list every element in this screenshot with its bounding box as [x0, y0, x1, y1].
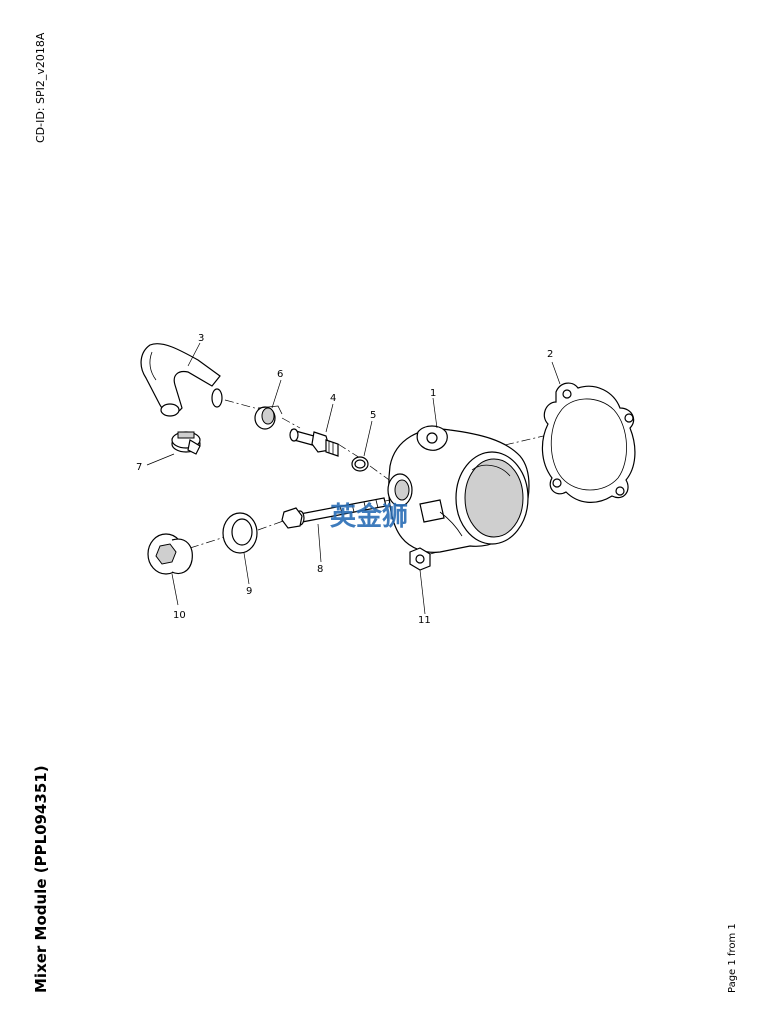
callout-3: 3 — [198, 333, 204, 344]
callout-9: 9 — [246, 586, 252, 597]
part-1-mixer-housing — [387, 425, 530, 553]
watermark-text: 英金狮 — [330, 501, 408, 532]
callout-7: 7 — [136, 462, 142, 473]
part-8-bolt — [281, 497, 387, 529]
part-9-washer — [222, 512, 258, 554]
callout-4: 4 — [330, 393, 336, 404]
part-11-nut — [409, 547, 431, 571]
part-4-fitting — [289, 428, 339, 457]
callout-leader-lines — [146, 342, 561, 615]
callout-2: 2 — [547, 349, 553, 360]
callout-11: 11 — [418, 615, 431, 626]
callout-1: 1 — [430, 388, 436, 399]
part-7-clamp — [171, 431, 201, 455]
part-5-o-ring — [351, 456, 369, 472]
callout-10: 10 — [173, 610, 186, 621]
callout-6: 6 — [277, 369, 283, 380]
callout-labels: 1 2 3 4 5 6 7 8 9 10 11 — [136, 333, 553, 626]
part-6-clip — [254, 405, 283, 430]
part-3-hose — [140, 343, 223, 417]
part-2-gasket — [541, 382, 636, 503]
callout-5: 5 — [370, 410, 376, 421]
part-10-plug — [147, 533, 193, 575]
callout-8: 8 — [317, 564, 323, 575]
